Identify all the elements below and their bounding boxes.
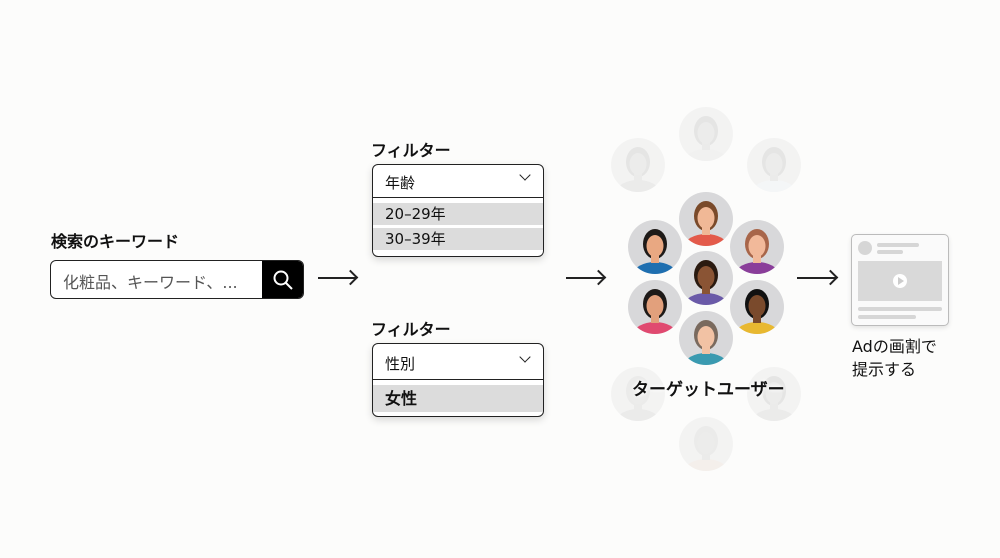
- arrow-icon: [797, 277, 836, 279]
- target-user-avatar: [730, 220, 784, 274]
- arrow-icon: [318, 277, 356, 279]
- faded-user-avatar: [747, 138, 801, 192]
- ad-caption: Adの画割で 提示する: [852, 335, 937, 381]
- gender-filter-dropdown[interactable]: 性別 女性: [372, 343, 544, 417]
- chevron-down-icon: [519, 351, 531, 363]
- play-icon: [893, 274, 907, 288]
- faded-user-avatar: [747, 367, 801, 421]
- ad-caption-line: 提示する: [852, 360, 917, 379]
- age-filter-dropdown[interactable]: 年齢 20–29年 30–39年: [372, 164, 544, 257]
- search-placeholder: 化粧品、キーワード、...: [63, 273, 238, 292]
- target-user-avatar: [679, 192, 733, 246]
- target-user-avatar: [679, 311, 733, 365]
- gender-option[interactable]: 女性: [373, 385, 543, 412]
- age-option[interactable]: 20–29年: [373, 203, 543, 225]
- search-input[interactable]: 化粧品、キーワード、...: [50, 260, 304, 299]
- faded-user-avatar: [679, 417, 733, 471]
- arrow-icon: [566, 277, 604, 279]
- age-filter-selected: 年齢: [385, 174, 416, 192]
- faded-user-avatar: [611, 138, 665, 192]
- filter-age-label: フィルター: [371, 141, 451, 160]
- target-users-cluster: [611, 107, 801, 471]
- search-label: 検索のキーワード: [51, 232, 180, 251]
- chevron-down-icon: [519, 169, 531, 181]
- target-user-avatar: [730, 280, 784, 334]
- target-users-label: ターゲットユーザー: [632, 380, 785, 400]
- target-user-avatar: [679, 251, 733, 305]
- target-user-avatar: [628, 280, 682, 334]
- search-button[interactable]: [262, 261, 303, 298]
- ad-caption-line: Adの画割で: [852, 337, 937, 356]
- faded-user-avatar: [611, 367, 665, 421]
- target-user-avatar: [628, 220, 682, 274]
- faded-user-avatar: [679, 107, 733, 161]
- search-icon: [273, 270, 293, 290]
- ad-placement-card: [851, 234, 949, 326]
- filter-gender-label: フィルター: [371, 320, 451, 339]
- age-option[interactable]: 30–39年: [373, 228, 543, 250]
- gender-filter-selected: 性別: [385, 355, 416, 373]
